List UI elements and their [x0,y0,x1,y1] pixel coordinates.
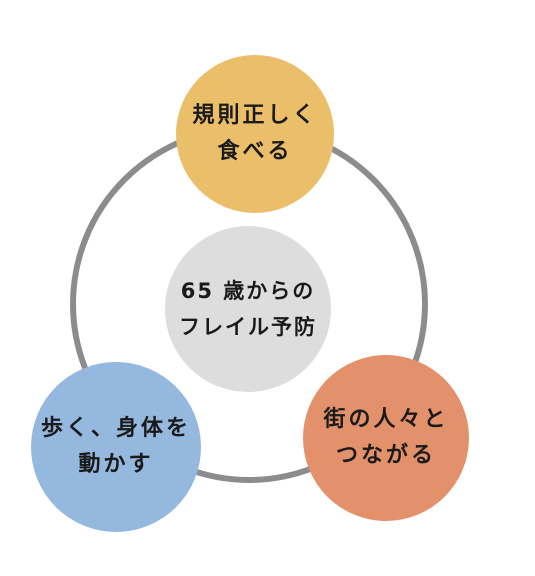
top-line-1: 規則正しく [192,103,318,128]
right-line-1: 街の人々と [323,407,449,432]
exercise-circle: 歩く、身体を 動かす [31,362,201,532]
top-line-2: 食べる [217,139,293,164]
center-line-1: 65 歳からの [180,279,316,303]
center-line-2: フレイル予防 [179,315,317,339]
right-line-2: つながる [335,443,436,468]
connect-people-circle: 街の人々と つながる [303,355,469,521]
left-line-1: 歩く、身体を [40,416,191,441]
left-line-2: 動かす [78,452,154,477]
center-circle: 65 歳からの フレイル予防 [165,226,331,392]
eat-regularly-circle: 規則正しく 食べる [176,55,334,213]
